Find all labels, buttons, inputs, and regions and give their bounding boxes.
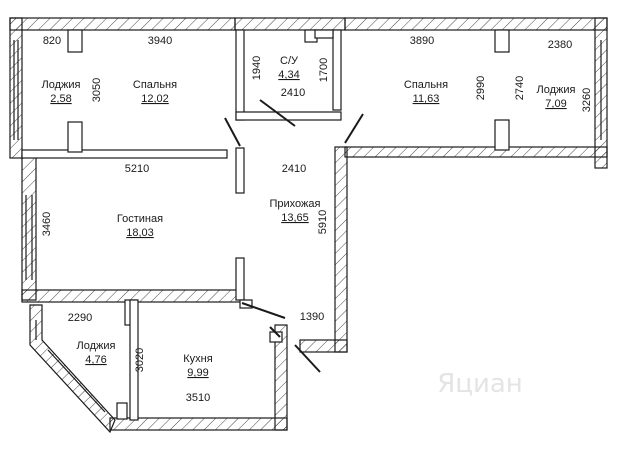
dim-2290: 2290 xyxy=(68,312,92,324)
watermark: Яциан xyxy=(437,369,523,399)
exterior-walls xyxy=(9,17,608,434)
kitchen-area: 9,99 xyxy=(187,367,208,379)
loggia3-area: 4,76 xyxy=(85,354,106,366)
dim-1390: 1390 xyxy=(300,311,324,323)
loggia1-area: 2,58 xyxy=(50,93,71,105)
bedroom2-area: 11,63 xyxy=(413,93,440,105)
doors xyxy=(224,99,364,373)
dim-2410b: 2410 xyxy=(282,163,306,175)
dim-1700: 1700 xyxy=(318,58,330,82)
interior-walls xyxy=(21,29,510,421)
bedroom1-name: Спальня xyxy=(133,79,177,91)
loggia3-name: Лоджия xyxy=(77,340,116,352)
dim-3510: 3510 xyxy=(186,392,210,404)
loggia2-area: 7,09 xyxy=(545,98,566,110)
dim-2740: 2740 xyxy=(514,76,526,100)
bathroom-area: 4,34 xyxy=(278,69,299,81)
windows xyxy=(13,40,602,413)
dim-3050: 3050 xyxy=(91,78,103,102)
dim-2410a: 2410 xyxy=(281,87,305,99)
hall-area: 13,65 xyxy=(281,212,309,224)
bathroom-name: С/У xyxy=(280,55,299,67)
dim-820: 820 xyxy=(43,35,61,47)
dim-1940: 1940 xyxy=(251,56,263,80)
living-area: 18,03 xyxy=(126,227,154,239)
dim-3940: 3940 xyxy=(148,35,172,47)
bedroom1-area: 12,02 xyxy=(141,93,169,105)
dim-5210: 5210 xyxy=(125,163,149,175)
dim-5910: 5910 xyxy=(317,210,329,234)
dim-2380: 2380 xyxy=(548,39,572,51)
hall-name: Прихожая xyxy=(270,198,321,210)
dim-3020: 3020 xyxy=(134,348,146,372)
loggia1-name: Лоджия xyxy=(42,79,81,91)
dim-3890: 3890 xyxy=(410,35,434,47)
kitchen-name: Кухня xyxy=(183,353,212,365)
living-name: Гостиная xyxy=(117,213,163,225)
bedroom2-name: Спальня xyxy=(404,79,448,91)
dim-2990: 2990 xyxy=(475,76,487,100)
dim-3260: 3260 xyxy=(581,88,593,112)
loggia2-name: Лоджия xyxy=(537,84,576,96)
dim-3460: 3460 xyxy=(41,212,53,236)
